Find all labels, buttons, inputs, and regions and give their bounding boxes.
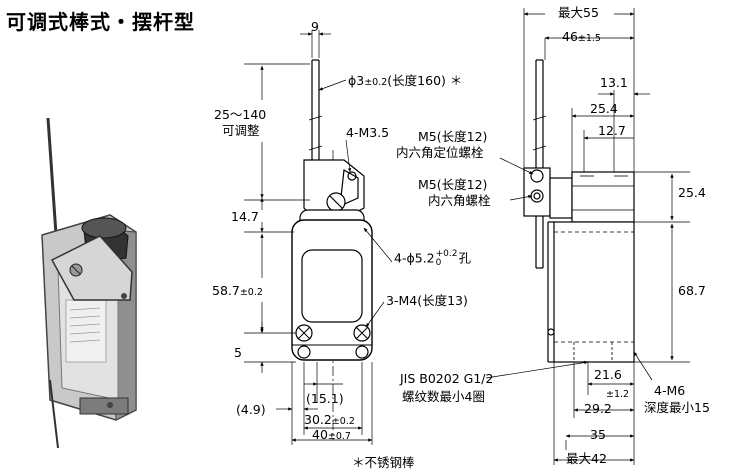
- dim-58-7: 58.7±0.2: [212, 284, 263, 300]
- jis-thread: JIS B0202 G1/2: [400, 371, 494, 386]
- d302-value: 30.2: [304, 412, 332, 427]
- dim-4-9: (4.9): [236, 402, 266, 417]
- rod-length: (长度160): [387, 73, 446, 88]
- d46-value: 46: [562, 29, 578, 44]
- dim-35: 35: [590, 427, 606, 442]
- jis-thread-desc: 螺纹数最小4圈: [402, 389, 485, 404]
- dim-14-7: 14.7: [231, 209, 259, 224]
- product-illustration: [41, 117, 137, 449]
- hole-spec: 4-ϕ5.2: [394, 250, 435, 266]
- page-title: 可调式棒式・摆杆型: [6, 10, 195, 34]
- m5-set-screw: M5(长度12): [418, 129, 488, 144]
- adjust-range: 25～140: [214, 107, 267, 122]
- dim-25-4-top: 25.4: [590, 101, 618, 116]
- dim-68-7: 68.7: [678, 283, 706, 298]
- m5-screw-desc: 内六角螺栓: [428, 193, 491, 208]
- m5-screw: M5(长度12): [418, 177, 488, 192]
- d587-tol: ±0.2: [239, 287, 263, 298]
- dim-5: 5: [234, 345, 242, 360]
- dim-max42: 最大42: [566, 451, 607, 466]
- dim-15-1: (15.1): [306, 391, 344, 406]
- material-note: ＊不锈钢棒: [352, 455, 415, 470]
- hole-tol-upper: +0.2: [435, 249, 458, 259]
- d40-value: 40: [312, 427, 328, 442]
- rod-asterisk: ＊: [449, 73, 463, 88]
- d46-tol: ±1.5: [577, 33, 601, 44]
- rod-dia: ϕ3: [348, 73, 365, 88]
- dim-21-6: 21.6: [594, 367, 622, 382]
- hole-suffix: 孔: [458, 250, 471, 266]
- rod-dia-tol: ±0.2: [364, 77, 388, 88]
- dim-30-2: 30.2±0.2: [304, 413, 355, 429]
- dim-13-1: 13.1: [600, 75, 628, 90]
- dim-29-2: 29.2: [584, 401, 612, 416]
- d587-value: 58.7: [212, 283, 240, 298]
- front-view: [244, 30, 393, 445]
- dim-tol-1-2: ±1.2: [606, 389, 630, 400]
- hole-tol-lower: 0: [435, 258, 442, 268]
- rod-diameter-label: ϕ3±0.2(长度160) ＊: [348, 74, 462, 90]
- d302-tol: ±0.2: [331, 416, 355, 427]
- m4-spec: 3-M4: [386, 293, 418, 308]
- d40-tol: ±0.7: [327, 431, 351, 442]
- dim-25-4-side: 25.4: [678, 185, 706, 200]
- dim-12-7: 12.7: [598, 123, 626, 138]
- m4-label: 3-M4(长度13): [386, 294, 468, 308]
- m4-length: (长度13): [417, 293, 468, 308]
- adjust-label: 可调整: [222, 123, 260, 138]
- dim-40: 40±0.7: [312, 428, 351, 444]
- dim-max55: 最大55: [558, 5, 599, 20]
- m6-spec: 4-M6: [654, 383, 686, 398]
- m6-depth: 深度最小15: [644, 400, 710, 415]
- dim-46: 46±1.5: [562, 30, 601, 46]
- dim-9: 9: [311, 19, 319, 34]
- m5-set-screw-desc: 内六角定位螺栓: [396, 145, 484, 160]
- side-view: [485, 8, 690, 465]
- m35-label: 4-M3.5: [346, 125, 390, 140]
